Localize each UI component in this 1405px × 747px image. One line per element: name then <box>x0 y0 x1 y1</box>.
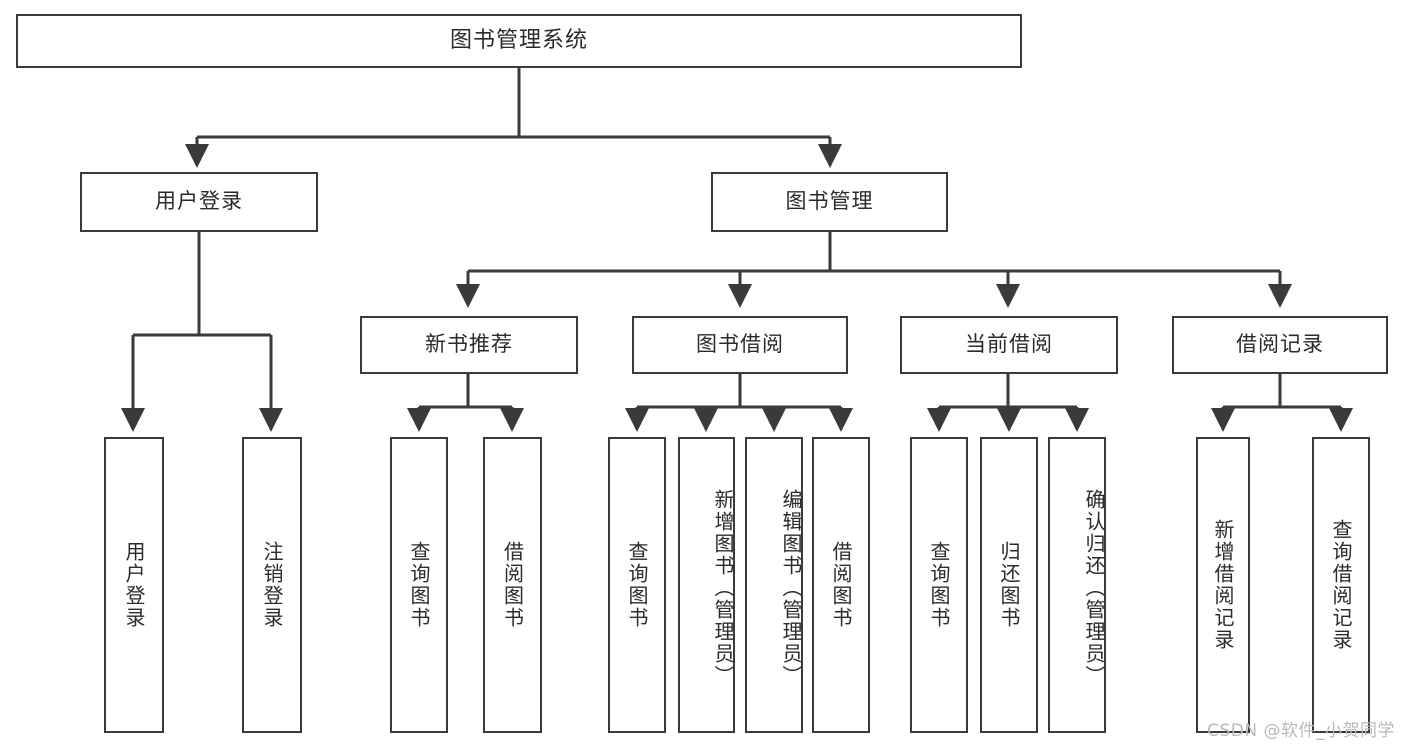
leaf-borrow-records-add[interactable]: 新增借阅记录 <box>1196 437 1250 733</box>
leaf-book-borrow-add[interactable]: 新增图书（管理员） <box>678 437 735 733</box>
node-new-book-recommend[interactable]: 新书推荐 <box>360 316 578 374</box>
leaf-user-login-signout[interactable]: 注销登录 <box>242 437 302 733</box>
node-book-management[interactable]: 图书管理 <box>711 172 948 232</box>
node-user-login[interactable]: 用户登录 <box>80 172 318 232</box>
leaf-new-books-query[interactable]: 查询图书 <box>390 437 448 733</box>
leaf-new-books-borrow[interactable]: 借阅图书 <box>483 437 542 733</box>
leaf-book-borrow-edit[interactable]: 编辑图书（管理员） <box>745 437 803 733</box>
node-current-borrow[interactable]: 当前借阅 <box>900 316 1118 374</box>
node-book-management-system[interactable]: 图书管理系统 <box>16 14 1022 68</box>
leaf-current-borrow-return[interactable]: 归还图书 <box>980 437 1038 733</box>
leaf-current-borrow-query[interactable]: 查询图书 <box>910 437 968 733</box>
leaf-current-borrow-confirm-return[interactable]: 确认归还（管理员） <box>1048 437 1106 733</box>
node-borrow-records[interactable]: 借阅记录 <box>1172 316 1388 374</box>
leaf-user-login-signin[interactable]: 用户登录 <box>104 437 164 733</box>
leaf-borrow-records-query[interactable]: 查询借阅记录 <box>1312 437 1370 733</box>
node-book-borrow[interactable]: 图书借阅 <box>632 316 848 374</box>
leaf-book-borrow-borrow[interactable]: 借阅图书 <box>812 437 870 733</box>
watermark-credit: CSDN @软件_小贺同学 <box>1207 721 1395 741</box>
leaf-book-borrow-query[interactable]: 查询图书 <box>608 437 666 733</box>
